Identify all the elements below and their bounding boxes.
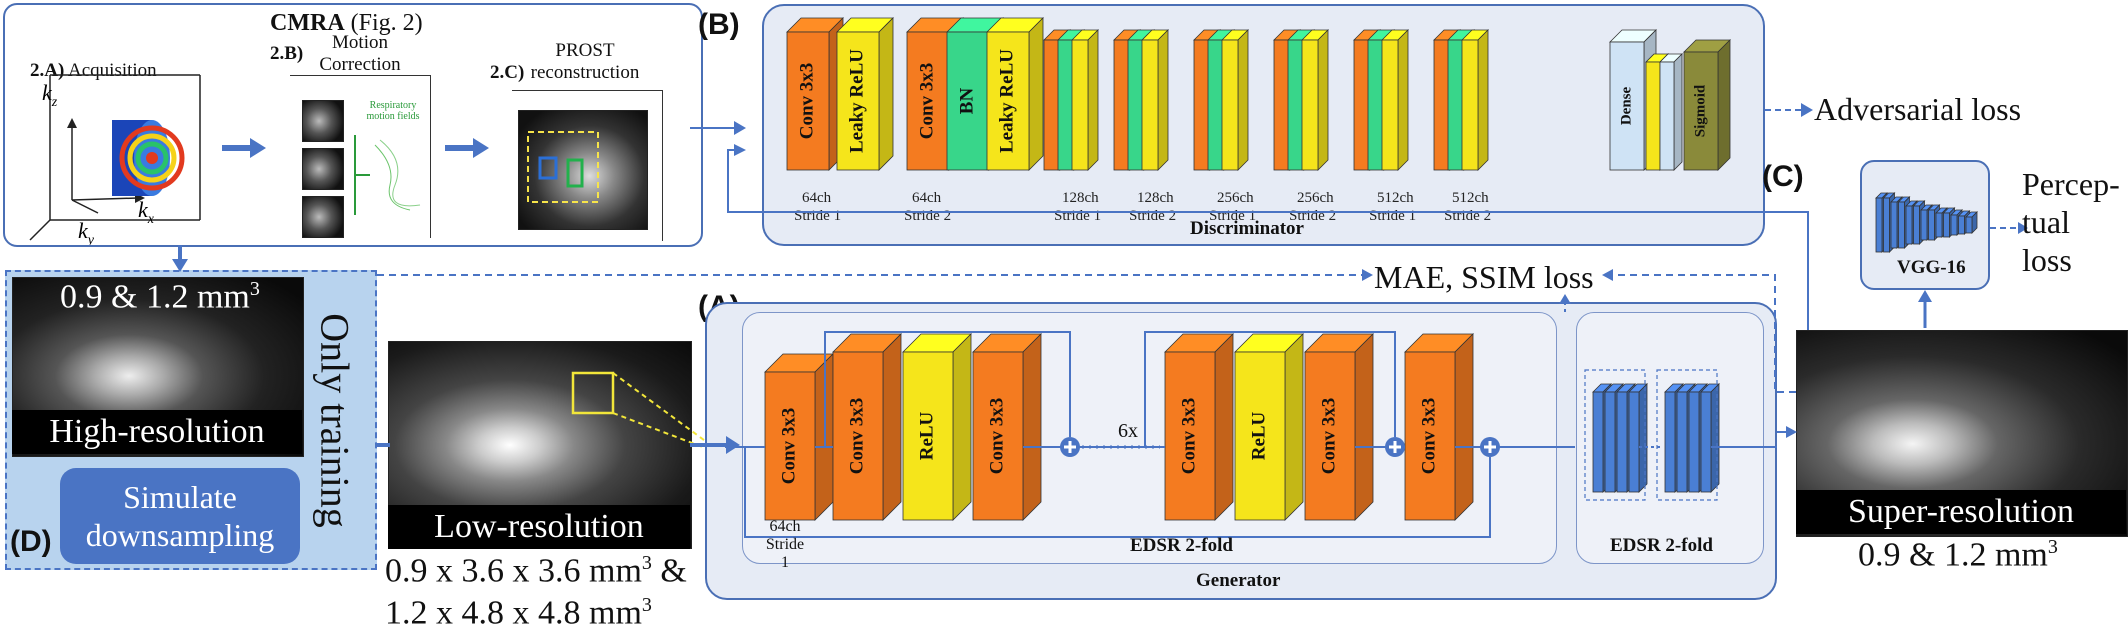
disc-block-lrelu-2-label: Leaky ReLU	[996, 49, 1017, 153]
gen-block-7-label: Conv 3x3	[1318, 398, 1339, 475]
gen-block-4: Conv 3x3	[972, 333, 1042, 521]
kz-axis-label: kz	[42, 80, 58, 110]
gen-block-6: ReLU	[1234, 333, 1304, 521]
adversarial-loss-label: Adversarial loss	[1814, 91, 2022, 127]
generator-blocks: Conv 3x3 Conv 3x3 ReLU Conv 3x3 Conv 3x3 ReLU…	[725, 331, 1777, 538]
disc-group-4-lrelu	[1141, 29, 1169, 171]
disc-group-5-lrelu	[1221, 29, 1249, 171]
gen-block-3-label: ReLU	[916, 411, 937, 460]
step-2b-text: Motion Correction	[319, 32, 401, 75]
disc-spec-ch-2: 64ch	[912, 190, 942, 206]
gen-block-8: Conv 3x3	[1404, 333, 1474, 521]
gen-block-7: Conv 3x3	[1304, 333, 1374, 521]
step-2b-label: 2.B)	[270, 43, 304, 64]
edsr-label-1: EDSR 2-fold	[1130, 535, 1233, 556]
motion-frame-3	[302, 196, 344, 238]
motion-frame-1	[302, 100, 344, 142]
motion-fields-note: Respiratory motion fields	[366, 100, 420, 122]
cmra-to-training-arrow	[172, 245, 188, 272]
prost-overlay	[527, 131, 599, 203]
gen-global-skip	[744, 447, 1491, 538]
disc-block-conv-1-label: Conv 3x3	[796, 63, 817, 140]
disc-spec-ch-5: 256ch	[1217, 190, 1254, 206]
perceptual-arrow	[1990, 222, 2028, 234]
gen-block-6-label: ReLU	[1248, 411, 1269, 460]
gen-block-2-label: Conv 3x3	[846, 398, 867, 475]
gen-skip-2	[1144, 331, 1396, 447]
edsr-label-2: EDSR 2-fold	[1610, 535, 1713, 556]
gen-skip-1	[824, 331, 1071, 447]
disc-group-8-lrelu	[1461, 29, 1489, 171]
ky-axis-label: ky	[78, 218, 95, 245]
vgg-label: VGG-16	[1897, 257, 1966, 278]
adversarial-arrow	[1765, 103, 1813, 117]
disc-block-dense-label: Dense	[1618, 86, 1634, 125]
motion-fields-plot	[354, 135, 421, 215]
disc-group-7-lrelu	[1381, 29, 1409, 171]
disc-block-sigmoid-label: Sigmoid	[1692, 84, 1708, 137]
gen-block-8-label: Conv 3x3	[1418, 398, 1439, 475]
repeat-label: 6x	[1118, 420, 1138, 442]
motion-frame-2	[302, 148, 344, 190]
gen-block-2: Conv 3x3	[832, 333, 902, 521]
motion-correction-frame	[290, 75, 431, 238]
step-2c-label: 2.C)	[490, 62, 525, 83]
kx-axis-label: kx	[138, 197, 155, 227]
prost-frame	[512, 90, 663, 241]
gen-block-5: Conv 3x3	[1164, 333, 1234, 521]
vgg-blocks	[1875, 192, 1978, 253]
high-res-label: High-resolution	[12, 410, 302, 454]
gen-block-1-label: Conv 3x3	[778, 408, 799, 485]
panel-c-label: (C)	[1762, 160, 1804, 193]
disc-block-bn-2-label: BN	[956, 88, 977, 115]
high-res-resolution: 0.9 & 1.2 mm3	[60, 278, 260, 316]
super-res-resolution: 0.9 & 1.2 mm3	[1858, 536, 2058, 574]
cmra-flow-arrows	[222, 138, 489, 158]
disc-group-3-lrelu	[1071, 29, 1099, 171]
disc-block-sigmoid: Sigmoid	[1683, 39, 1731, 171]
super-res-label: Super-resolution	[1796, 490, 2126, 534]
low-res-resolution-2: 1.2 x 4.8 x 4.8 mm3	[385, 594, 652, 632]
cmra-title: CMRA (Fig. 2)	[270, 10, 423, 36]
acquisition-diagram: kz kx ky	[29, 74, 201, 245]
mae-ssim-label: MAE, SSIM loss	[1374, 259, 1594, 295]
disc-group-6-lrelu	[1301, 29, 1329, 171]
disc-spec-ch-3: 128ch	[1062, 190, 1099, 206]
disc-block-lrelu-2: Leaky ReLU	[986, 17, 1044, 171]
disc-spec-ch-1: 64ch	[802, 190, 832, 206]
perceptual-loss-label: Percep- tual loss	[2022, 166, 2120, 278]
panel-d-label: (D)	[10, 525, 52, 558]
gen-block-5-label: Conv 3x3	[1178, 398, 1199, 475]
disc-spec-ch-4: 128ch	[1137, 190, 1174, 206]
discriminator-blocks: Conv 3x3 Leaky ReLU Conv 3x3 BN Leaky ReLU De…	[786, 17, 1731, 224]
vgg-up-arrow	[1918, 290, 1932, 328]
training-to-lowres-arrow	[376, 443, 390, 447]
disc-block-dense-2	[1659, 53, 1683, 171]
disc-block-lrelu-1: Leaky ReLU	[836, 17, 894, 171]
disc-spec-ch-7: 512ch	[1377, 190, 1414, 206]
disc-block-lrelu-1-label: Leaky ReLU	[846, 49, 867, 153]
gen-block-3: ReLU	[902, 333, 972, 521]
step-2c-text: PROST reconstruction	[530, 40, 640, 83]
discriminator-title: Discriminator	[1190, 218, 1304, 239]
disc-spec-ch-6: 256ch	[1297, 190, 1334, 206]
low-res-resolution-1: 0.9 x 3.6 x 3.6 mm3 &	[385, 552, 687, 590]
panel-b-label: (B)	[698, 8, 740, 41]
gen-block-4-label: Conv 3x3	[986, 398, 1007, 475]
generator-title: Generator	[1196, 570, 1281, 591]
vgg-layer-13	[1965, 211, 1978, 234]
simulate-downsampling-button: Simulate downsampling	[60, 468, 300, 564]
low-res-label: Low-resolution	[388, 505, 690, 549]
disc-block-conv-2-label: Conv 3x3	[916, 63, 937, 140]
disc-spec-ch-8: 512ch	[1452, 190, 1489, 206]
